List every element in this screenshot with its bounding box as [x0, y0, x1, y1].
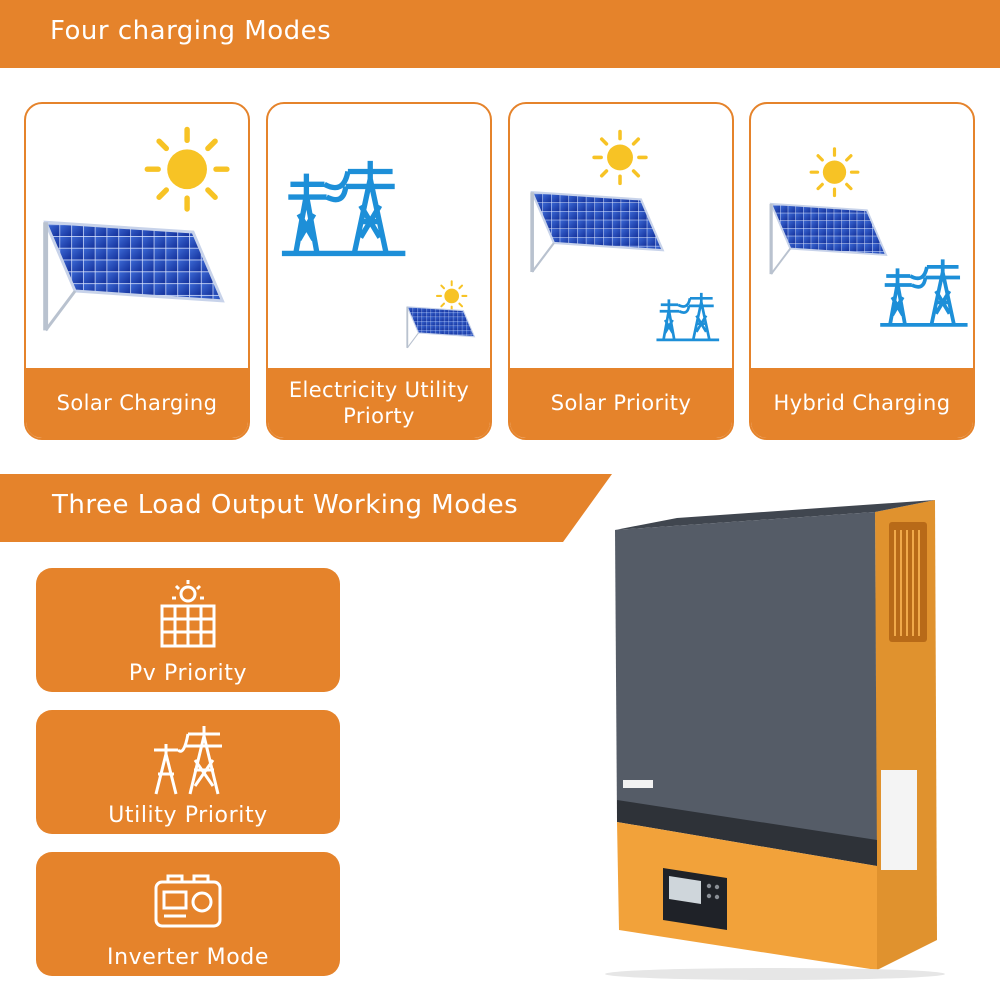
charging-modes-banner: Four charging Modes — [0, 0, 1000, 68]
solar-panel-icon — [160, 580, 216, 648]
card-label: Solar Charging — [26, 368, 248, 438]
inverter-product-image — [605, 500, 945, 980]
charging-card-solar: Solar Charging — [24, 102, 250, 440]
hybrid-icon — [769, 147, 973, 370]
inverter-icon — [154, 874, 222, 928]
mode-utility-priority: Utility Priority — [36, 710, 340, 834]
charging-modes-title: Four charging Modes — [50, 16, 332, 46]
card-label: Electricity Utility Priorty — [268, 368, 490, 438]
solar-panel-icon — [26, 104, 248, 370]
charging-card-solar-priority: Solar Priority — [508, 102, 734, 440]
pylon-icon — [154, 726, 222, 795]
mode-label: Utility Priority — [108, 803, 268, 828]
mode-inverter: Inverter Mode — [36, 852, 340, 976]
output-modes-banner: Three Load Output Working Modes — [0, 474, 612, 542]
mode-label: Inverter Mode — [107, 945, 269, 970]
charging-card-hybrid: Hybrid Charging — [749, 102, 975, 440]
pylon-icon — [268, 104, 476, 349]
charging-card-utility: Electricity Utility Priorty — [266, 102, 492, 440]
mode-pv-priority: Pv Priority — [36, 568, 340, 692]
output-modes-title: Three Load Output Working Modes — [52, 490, 519, 520]
card-label: Solar Priority — [510, 368, 732, 438]
mode-label: Pv Priority — [128, 661, 248, 686]
solar-panel-icon — [530, 129, 721, 342]
card-label: Hybrid Charging — [751, 368, 973, 438]
